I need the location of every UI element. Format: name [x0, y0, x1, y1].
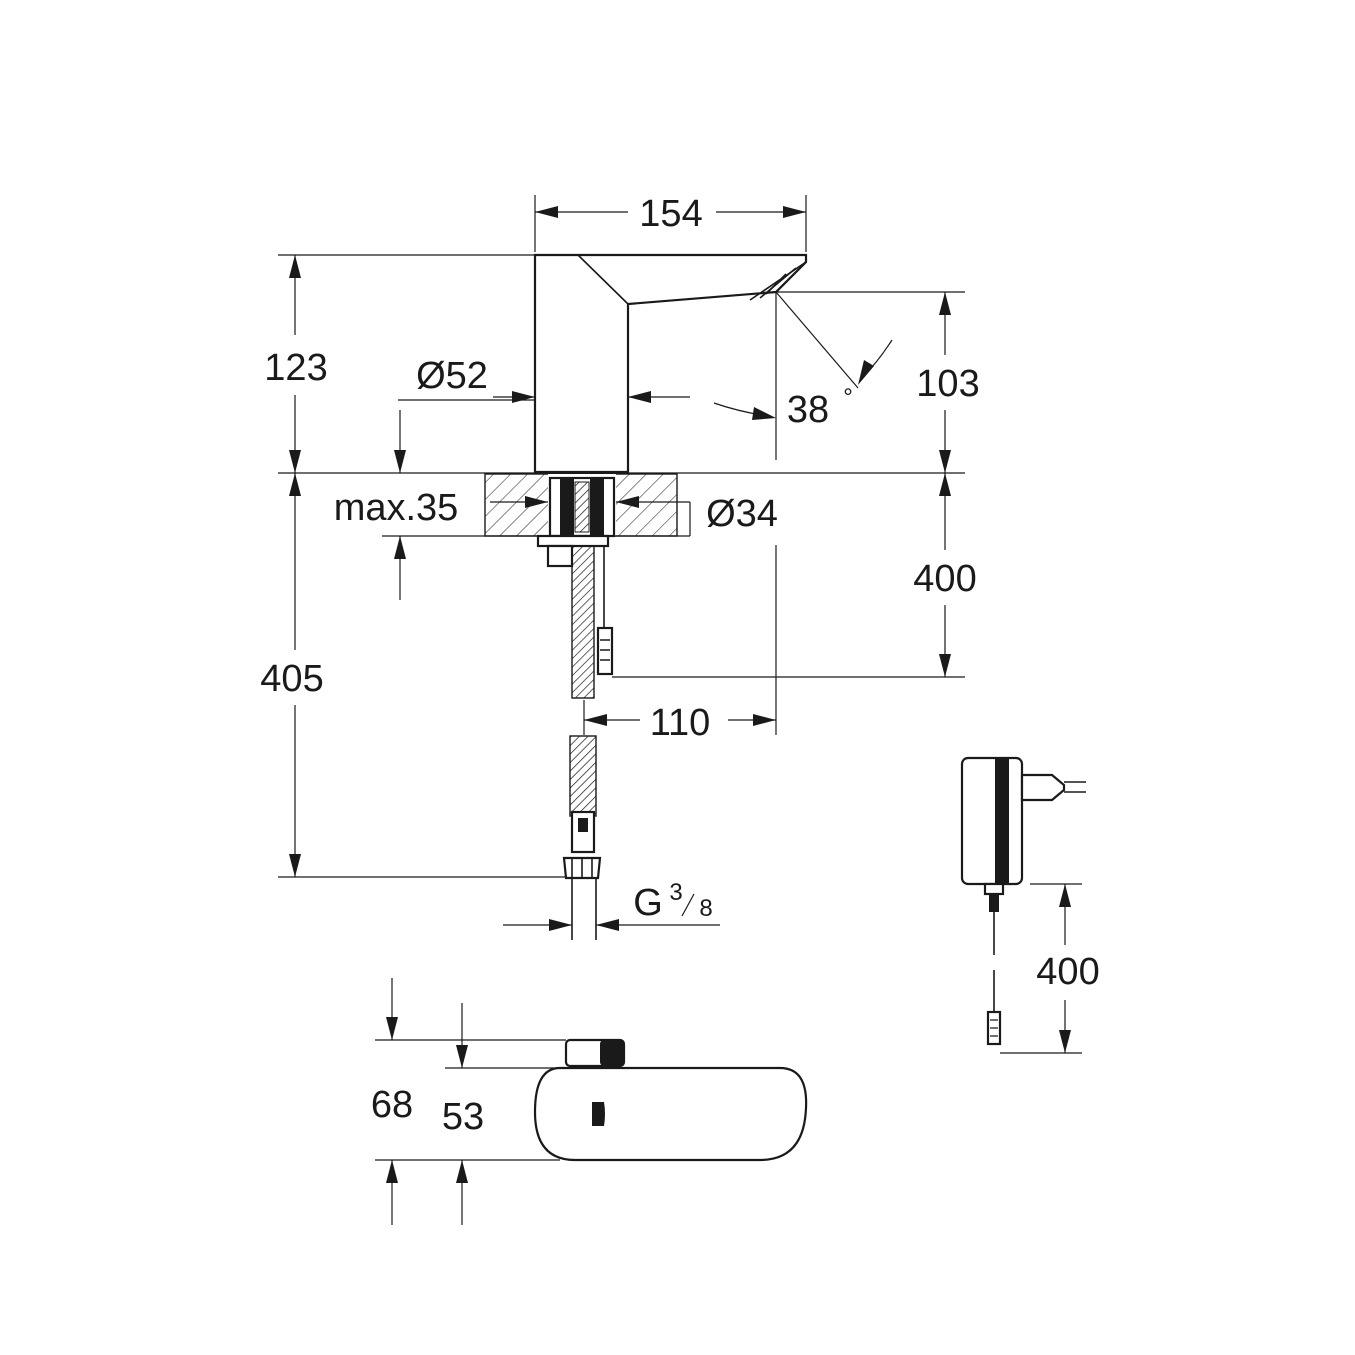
- dim-total-405: 405: [260, 658, 323, 700]
- dim-thread-denominator: 8: [699, 895, 712, 922]
- deck-section: [484, 473, 678, 940]
- dimension-lines: [278, 195, 965, 931]
- dim-adapter-400: 400: [1036, 951, 1099, 993]
- dim-thread-numerator: 3: [669, 879, 682, 906]
- dim-plan-53: 53: [442, 1096, 484, 1138]
- power-adapter: [960, 756, 1086, 1054]
- dim-angle-38: 38: [787, 389, 829, 431]
- dim-width-154: 154: [639, 193, 702, 235]
- dim-spout-103: 103: [916, 363, 979, 405]
- dim-offset-110: 110: [650, 702, 711, 744]
- dim-height-123: 123: [264, 347, 327, 389]
- plan-view: [375, 978, 808, 1225]
- dim-diameter-34: Ø34: [706, 493, 778, 535]
- dim-max-35: max.35: [334, 487, 459, 529]
- dim-angle-degree: °: [843, 384, 853, 411]
- dim-plan-68: 68: [371, 1084, 413, 1126]
- dim-diameter-52: Ø52: [416, 355, 488, 397]
- dim-thread-g: G: [633, 882, 663, 924]
- faucet-side-view: [533, 253, 859, 474]
- dim-thread-fraction-bar: [681, 893, 695, 917]
- dim-hose-400: 400: [913, 558, 976, 600]
